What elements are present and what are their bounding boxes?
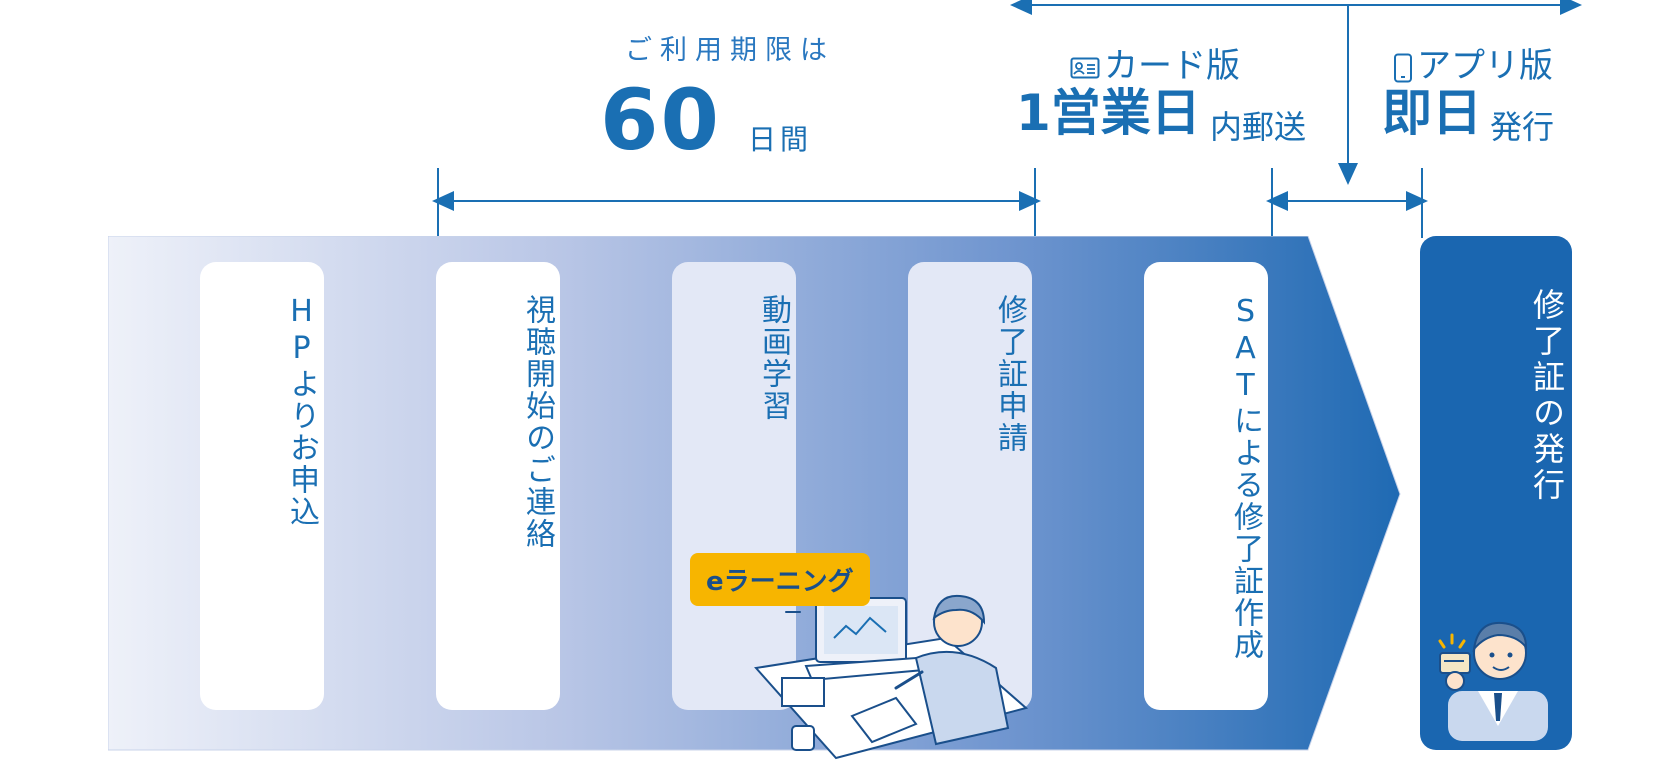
step-label-apply: HPよりお申込 [284, 294, 319, 528]
app-version-sub: 発行 [1490, 108, 1555, 146]
step-label-sat-creation: SATによる修了証作成 [1228, 294, 1263, 661]
step-label-video-learning: 動画学習 [756, 294, 791, 422]
step-card-apply: HPよりお申込 [200, 262, 324, 710]
id-card-icon [1070, 57, 1100, 78]
e-learning-illustration [754, 588, 1029, 760]
step-card-start-notice: 視聴開始のご連絡 [436, 262, 560, 710]
step-label-start-notice: 視聴開始のご連絡 [520, 294, 555, 550]
card-version-main: 1営業日 [1016, 84, 1201, 142]
card-version-title-text: カード版 [1104, 46, 1240, 86]
smartphone-icon [1394, 53, 1412, 82]
period-unit: 日間 [748, 123, 813, 156]
final-step-card: 修了証の発行 [1420, 236, 1572, 750]
step-card-sat-creation: SATによる修了証作成 [1144, 262, 1268, 710]
period-value: 60 [600, 71, 721, 169]
card-version-sub: 内郵送 [1210, 108, 1307, 146]
step-card-video-learning: 動画学習 [672, 262, 796, 710]
e-learning-badge: eラーニング [690, 553, 870, 606]
app-version-main: 即日 [1382, 84, 1482, 142]
app-version-title-text: アプリ版 [1417, 46, 1553, 86]
card-version-title: カード版 [1070, 38, 1240, 87]
step-label-certificate-request: 修了証申請 [992, 294, 1027, 454]
final-step-label: 修了証の発行 [1528, 288, 1566, 504]
app-version-title: アプリ版 [1393, 38, 1553, 87]
period-label: ご利用期限は [625, 35, 835, 66]
businessman-illustration [1438, 621, 1548, 741]
